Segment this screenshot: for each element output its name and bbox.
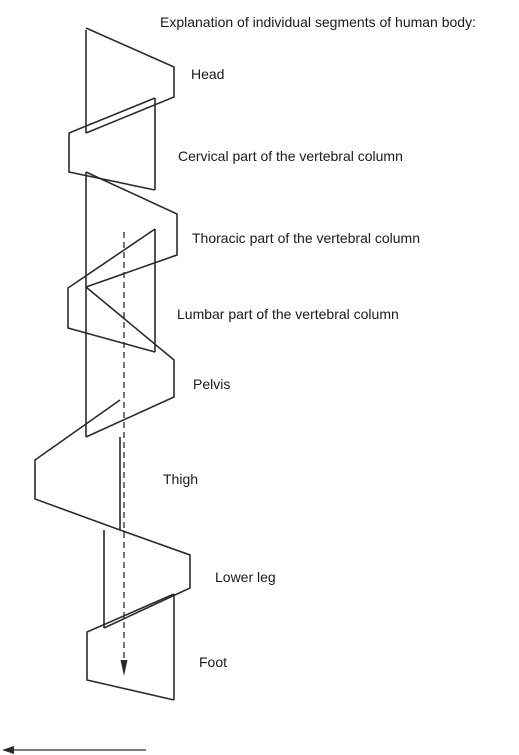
lumbar-segment [67,228,156,353]
cervical-segment [68,97,156,191]
head-column [85,30,156,190]
thoracic-segment [85,171,178,288]
label-cervical: Cervical part of the vertebral column [178,148,403,164]
downward-arrow-head [120,660,128,676]
head-segment [85,27,175,134]
label-lower-leg: Lower leg [215,569,276,585]
figure-title: Explanation of individual segments of hu… [160,14,476,30]
lowerleg-column [103,530,175,700]
thigh-segment [34,399,121,531]
label-thoracic: Thoracic part of the vertebral column [192,230,420,246]
label-lumbar: Lumbar part of the vertebral column [177,306,399,322]
label-pelvis: Pelvis [193,376,231,392]
label-head: Head [191,66,225,82]
lowerleg-segment [103,529,191,629]
label-foot: Foot [199,654,228,670]
pelvis-segment [85,286,175,438]
label-thigh: Thigh [163,471,199,487]
bottom-arrow-head [2,746,14,754]
foot-segment [86,593,175,701]
trunk-column [85,172,156,437]
